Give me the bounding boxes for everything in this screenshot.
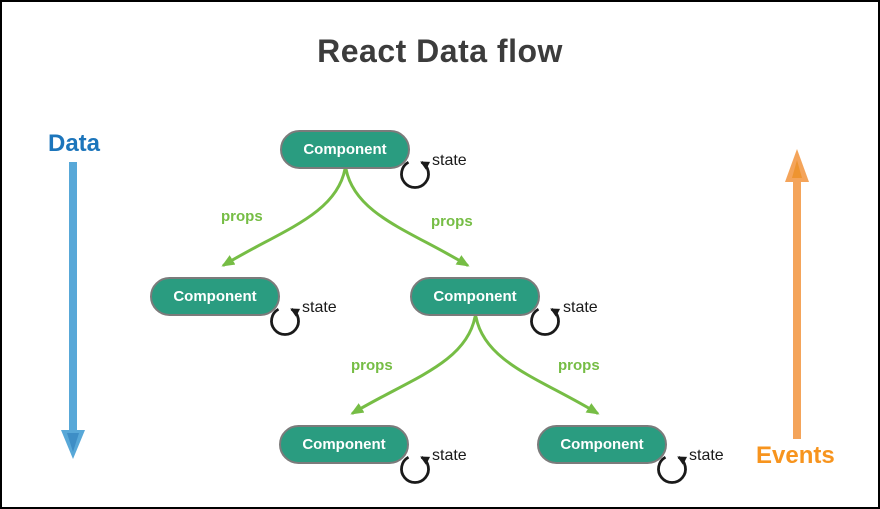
state-label-grandchild-right: state — [689, 447, 724, 464]
component-node-grandchild-right: Component — [537, 425, 667, 464]
state-label-root: state — [432, 152, 467, 169]
props-edge-root-to-left — [221, 167, 347, 267]
props-label-root-left: props — [221, 208, 263, 225]
data-direction-arrow — [61, 162, 85, 459]
events-flow-label: Events — [756, 442, 835, 469]
data-flow-label: Data — [48, 130, 101, 157]
state-label-child-left: state — [302, 299, 337, 316]
props-label-right-grandleft: props — [351, 357, 393, 374]
component-node-child-right: Component — [410, 277, 540, 316]
props-label-right-grandright: props — [558, 357, 600, 374]
props-edge-right-to-grandleft — [350, 315, 477, 415]
component-node-grandchild-left: Component — [279, 425, 409, 464]
state-label-child-right: state — [563, 299, 598, 316]
component-node-root: Component — [280, 130, 410, 169]
props-edge-right-to-grandright — [474, 315, 600, 415]
component-node-child-left: Component — [150, 277, 280, 316]
state-loop-icon-child-right — [530, 307, 561, 336]
state-loop-icon-child-left — [270, 307, 301, 336]
state-loop-icon-root — [400, 160, 431, 189]
state-loop-icon-grandchild-left — [400, 455, 431, 484]
events-direction-arrow — [785, 149, 809, 439]
props-edge-root-to-right — [344, 167, 470, 267]
diagram-title: React Data flow — [317, 33, 563, 69]
state-loop-icon-grandchild-right — [657, 455, 688, 484]
state-label-grandchild-left: state — [432, 447, 467, 464]
props-label-root-right: props — [431, 213, 473, 230]
